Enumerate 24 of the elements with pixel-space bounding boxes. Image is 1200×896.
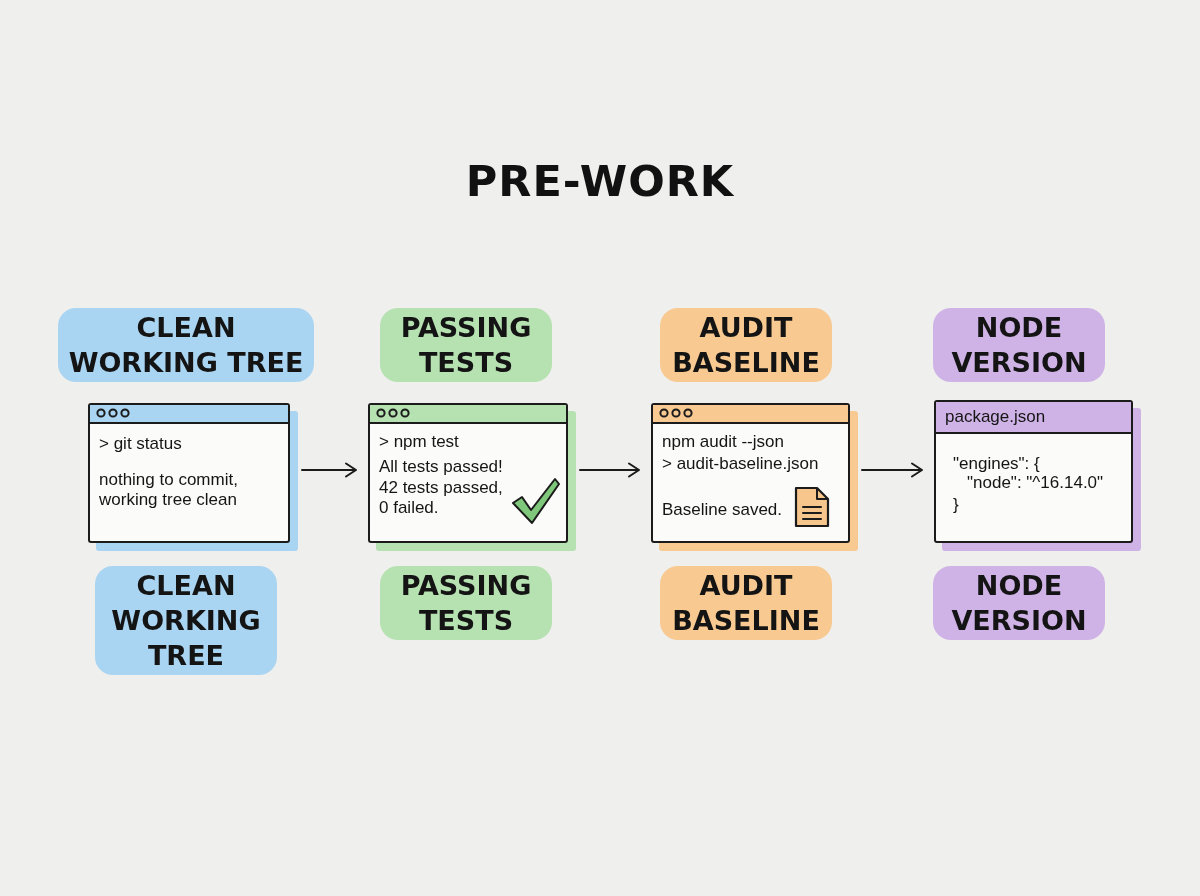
code-line: } — [953, 495, 959, 515]
arrow — [301, 462, 357, 478]
highlighted-heading: AUDIT BASELINE — [660, 566, 832, 640]
file-name: package.json — [945, 406, 1046, 427]
highlighted-heading: PASSING TESTS — [380, 566, 552, 640]
output-text: nothing to commit, working tree clean — [99, 470, 239, 510]
highlighted-heading: NODE VERSION — [933, 308, 1105, 382]
page-title: PRE-WORK — [465, 155, 735, 208]
highlighted-heading: PASSING TESTS — [380, 308, 552, 382]
output-text: All tests passed! — [379, 457, 503, 477]
arrow — [861, 462, 923, 478]
output-text: Baseline saved. — [662, 500, 783, 520]
code-line: "node": "^16.14.0" — [967, 473, 1104, 493]
command-text: > audit-baseline.json — [662, 454, 819, 474]
highlighted-heading: AUDIT BASELINE — [660, 308, 832, 382]
output-text: 42 tests passed, 0 failed. — [379, 478, 504, 518]
command-text: > npm test — [379, 432, 459, 452]
highlighted-heading: NODE VERSION — [933, 566, 1105, 640]
command-text: npm audit --json — [662, 432, 784, 452]
command-text: > git status — [99, 434, 182, 454]
highlighted-heading: CLEAN WORKING TREE — [95, 566, 277, 675]
arrow — [579, 462, 640, 478]
highlighted-heading: CLEAN WORKING TREE — [58, 308, 314, 382]
code-line: "engines": { — [953, 454, 1040, 474]
